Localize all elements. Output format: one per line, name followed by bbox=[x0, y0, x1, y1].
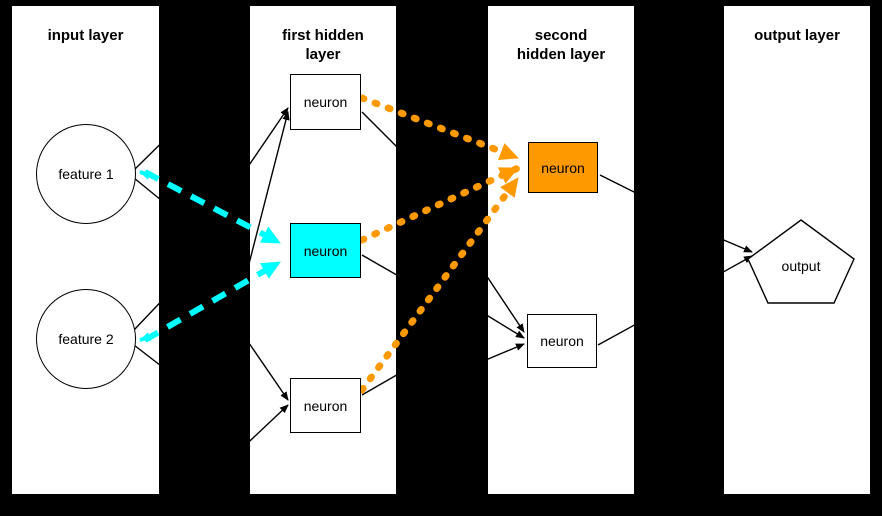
node-h1-neuron-1-label: neuron bbox=[303, 94, 348, 110]
node-h1-neuron-3[interactable]: neuron bbox=[290, 378, 361, 433]
panel-title-second-hidden-layer-line1: second bbox=[534, 27, 588, 44]
panel-input-layer: input layer bbox=[12, 6, 159, 494]
node-h2-neuron-1[interactable]: neuron bbox=[528, 142, 598, 193]
panel-second-hidden-layer: second hidden layer bbox=[488, 6, 634, 494]
node-feature-1[interactable]: feature 1 bbox=[36, 124, 136, 224]
node-output-label: output bbox=[781, 257, 821, 274]
node-feature-1-label: feature 1 bbox=[58, 166, 114, 182]
panel-title-input-layer: input layer bbox=[47, 27, 124, 44]
panel-title-first-hidden-layer-line1: first hidden bbox=[282, 27, 364, 44]
panel-title-output-layer: output layer bbox=[754, 27, 840, 44]
node-h1-neuron-1[interactable]: neuron bbox=[290, 74, 361, 130]
node-h2-neuron-2-label: neuron bbox=[540, 333, 584, 349]
node-h1-neuron-3-label: neuron bbox=[303, 397, 348, 414]
node-h1-neuron-2-label: neuron bbox=[303, 242, 348, 259]
panel-title-first-hidden-layer-line2: layer bbox=[305, 46, 341, 63]
node-feature-2[interactable]: feature 2 bbox=[36, 289, 136, 389]
node-h2-neuron-1-label: neuron bbox=[541, 159, 585, 176]
node-feature-2-label: feature 2 bbox=[58, 331, 114, 347]
panel-title-second-hidden-layer-line2: hidden layer bbox=[516, 46, 606, 63]
node-output[interactable]: output bbox=[748, 220, 854, 303]
plain-edges-group bbox=[133, 104, 753, 456]
node-h2-neuron-2[interactable]: neuron bbox=[527, 314, 597, 368]
node-h1-neuron-2[interactable]: neuron bbox=[290, 223, 361, 278]
